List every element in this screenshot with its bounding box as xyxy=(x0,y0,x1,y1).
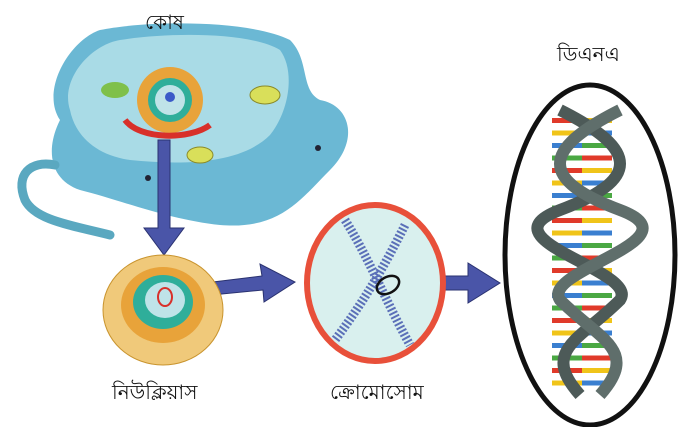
arrow-cell-to-nucleus xyxy=(143,139,185,256)
dna-base-pair xyxy=(582,218,612,223)
dna-base-pair xyxy=(582,230,612,236)
cell-illustration xyxy=(17,23,349,240)
dna-base-pair xyxy=(552,318,582,323)
dna-base-pair xyxy=(582,293,612,298)
dna-base-pair xyxy=(552,118,582,123)
label-chromosome: ক্রোমোসোম xyxy=(330,380,424,404)
dna-base-pair xyxy=(582,243,612,248)
dna-base-pair xyxy=(552,230,582,236)
dna-base-pair xyxy=(552,243,582,248)
dna-base-pair xyxy=(582,143,612,148)
dna-base-pair xyxy=(582,168,612,173)
dna-base-pair xyxy=(552,330,582,336)
chromosome-illustration xyxy=(304,202,446,364)
dna-base-pair xyxy=(582,205,612,211)
dna-base-pair xyxy=(582,368,612,373)
dna-base-pair xyxy=(582,280,612,286)
dna-base-pair xyxy=(552,293,582,298)
dna-base-pair xyxy=(552,268,582,273)
dna-illustration xyxy=(502,82,678,427)
dna-base-pair xyxy=(582,343,612,348)
dna-base-pair xyxy=(552,130,582,136)
dna-base-pair xyxy=(582,380,612,386)
dna-base-pair xyxy=(582,305,612,311)
dna-base-pair xyxy=(582,355,612,361)
nucleus-illustration xyxy=(102,254,224,366)
label-nucleus: নিউক্লিয়াস xyxy=(112,380,198,404)
dna-base-pair xyxy=(582,155,612,161)
label-cell: কোষ xyxy=(145,10,184,34)
label-dna: ডিএনএ xyxy=(557,42,620,66)
dna-base-pair xyxy=(552,193,582,198)
dna-base-pair xyxy=(582,180,612,186)
dna-base-pair xyxy=(552,218,582,223)
